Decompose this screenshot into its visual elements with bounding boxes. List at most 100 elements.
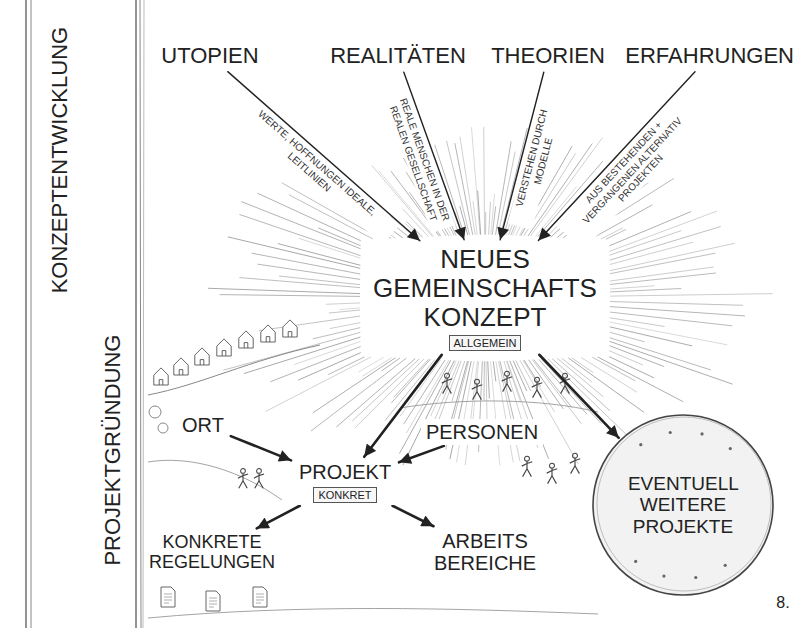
document-sketch <box>161 587 175 607</box>
ray-stroke <box>609 351 643 365</box>
connector <box>392 506 433 527</box>
project-input: PERSONEN <box>421 419 543 445</box>
person-figure <box>532 377 543 397</box>
ray-stroke <box>473 201 477 235</box>
project-output: KONKRETE REGELUNGEN <box>144 530 280 574</box>
band-line <box>25 0 26 628</box>
ray-stroke <box>220 295 360 297</box>
ray-stroke <box>499 361 520 461</box>
ray-stroke <box>326 303 360 304</box>
ray-stroke <box>500 361 515 425</box>
ray-stroke <box>278 244 360 266</box>
circle-shape <box>593 415 773 595</box>
star-dot <box>700 432 703 435</box>
node-text: KONKRETE REGELUNGEN <box>149 532 275 572</box>
edge-label: WERTE, HOFFNUNGEN IDEALE, LEITLINIEN <box>228 91 398 245</box>
band-line <box>140 0 141 628</box>
ray-stroke <box>252 253 361 274</box>
node-text: REALITÄTEN <box>330 44 466 69</box>
hill-line <box>148 345 320 395</box>
ray-stroke <box>609 346 664 367</box>
ray-stroke <box>244 337 360 374</box>
ray-stroke <box>492 206 495 234</box>
house-sketch <box>154 368 168 385</box>
ray-stroke <box>610 288 681 291</box>
ray-stroke <box>489 202 491 235</box>
connector <box>257 506 300 529</box>
band-line <box>31 0 32 628</box>
page-number: 8. <box>773 593 792 613</box>
ray-stroke <box>539 359 587 414</box>
ray-stroke <box>610 338 711 370</box>
ray-stroke <box>228 237 360 268</box>
ray-stroke <box>270 347 360 382</box>
person-figure <box>522 456 533 476</box>
ray-stroke <box>313 358 396 413</box>
ray-stroke <box>610 327 692 346</box>
ray-stroke <box>485 212 486 235</box>
ray-stroke <box>471 127 479 234</box>
ray-stroke <box>381 358 400 371</box>
project-input: ORT <box>177 412 229 438</box>
tree-sketch <box>158 423 168 433</box>
ray-stroke <box>610 294 773 296</box>
node-text: ARBEITS BEREICHE <box>434 530 536 575</box>
ray-stroke <box>456 361 474 462</box>
band-line <box>135 0 136 628</box>
ray-stroke <box>548 359 633 441</box>
ray-stroke <box>294 341 360 364</box>
tree-sketch <box>149 406 161 418</box>
node-text: UTOPIEN <box>161 44 258 69</box>
ray-stroke <box>298 353 361 381</box>
ray-stroke <box>610 231 682 256</box>
ray-stroke <box>520 360 578 464</box>
ray-stroke <box>610 253 716 274</box>
person-figure <box>472 379 483 399</box>
ray-stroke <box>610 312 732 326</box>
ray-stroke <box>330 323 361 329</box>
house-sketch <box>261 325 275 342</box>
phase-label: PROJEKTGRÜNDUNG <box>100 331 126 568</box>
ray-stroke <box>610 243 735 270</box>
ray-stroke <box>460 137 475 235</box>
ray-stroke <box>610 322 728 345</box>
house-sketch <box>195 348 209 365</box>
person-figure <box>502 371 513 391</box>
edge-label: VERSTEHEN DURCH MODELLE <box>507 90 566 230</box>
ray-stroke <box>598 357 683 402</box>
node-text: NEUES GEMEINSCHAFTS KONZEPT <box>373 245 597 332</box>
ray-stroke <box>259 316 360 331</box>
ray-stroke <box>592 357 635 381</box>
phase-label: KONZEPTENTWICKLUNG <box>47 24 73 296</box>
node-tag: ALLGEMEIN <box>449 335 522 351</box>
ray-stroke <box>568 358 644 412</box>
star-dot <box>694 576 697 579</box>
ray-stroke <box>610 242 694 264</box>
house-sketch <box>217 339 231 356</box>
ray-stroke <box>239 214 360 255</box>
house-sketch <box>283 320 297 337</box>
node-text: THEORIEN <box>491 44 605 69</box>
ray-stroke <box>407 221 423 237</box>
node-text: PERSONEN <box>426 421 538 443</box>
ray-stroke <box>431 361 457 416</box>
ray-stroke <box>352 359 419 421</box>
ray-stroke <box>601 228 623 239</box>
ground-line <box>400 401 598 412</box>
house-sketch <box>174 358 188 375</box>
ray-stroke <box>609 211 717 251</box>
node-text: PROJEKT <box>299 461 391 483</box>
ray-stroke <box>610 332 645 342</box>
ray-stroke <box>610 302 743 306</box>
ray-stroke <box>529 360 564 409</box>
edge-label: REALE MENSCHEN IN DER REALEN GESELLSCHAF… <box>383 90 455 233</box>
ray-stroke <box>496 361 513 462</box>
connector <box>399 446 444 462</box>
project-output: ARBEITS BEREICHE <box>429 528 541 577</box>
concept-source: UTOPIEN <box>156 42 263 71</box>
node-text: ORT <box>182 414 224 436</box>
person-figure <box>238 469 248 489</box>
ray-stroke <box>610 318 665 327</box>
ray-stroke <box>483 127 485 235</box>
